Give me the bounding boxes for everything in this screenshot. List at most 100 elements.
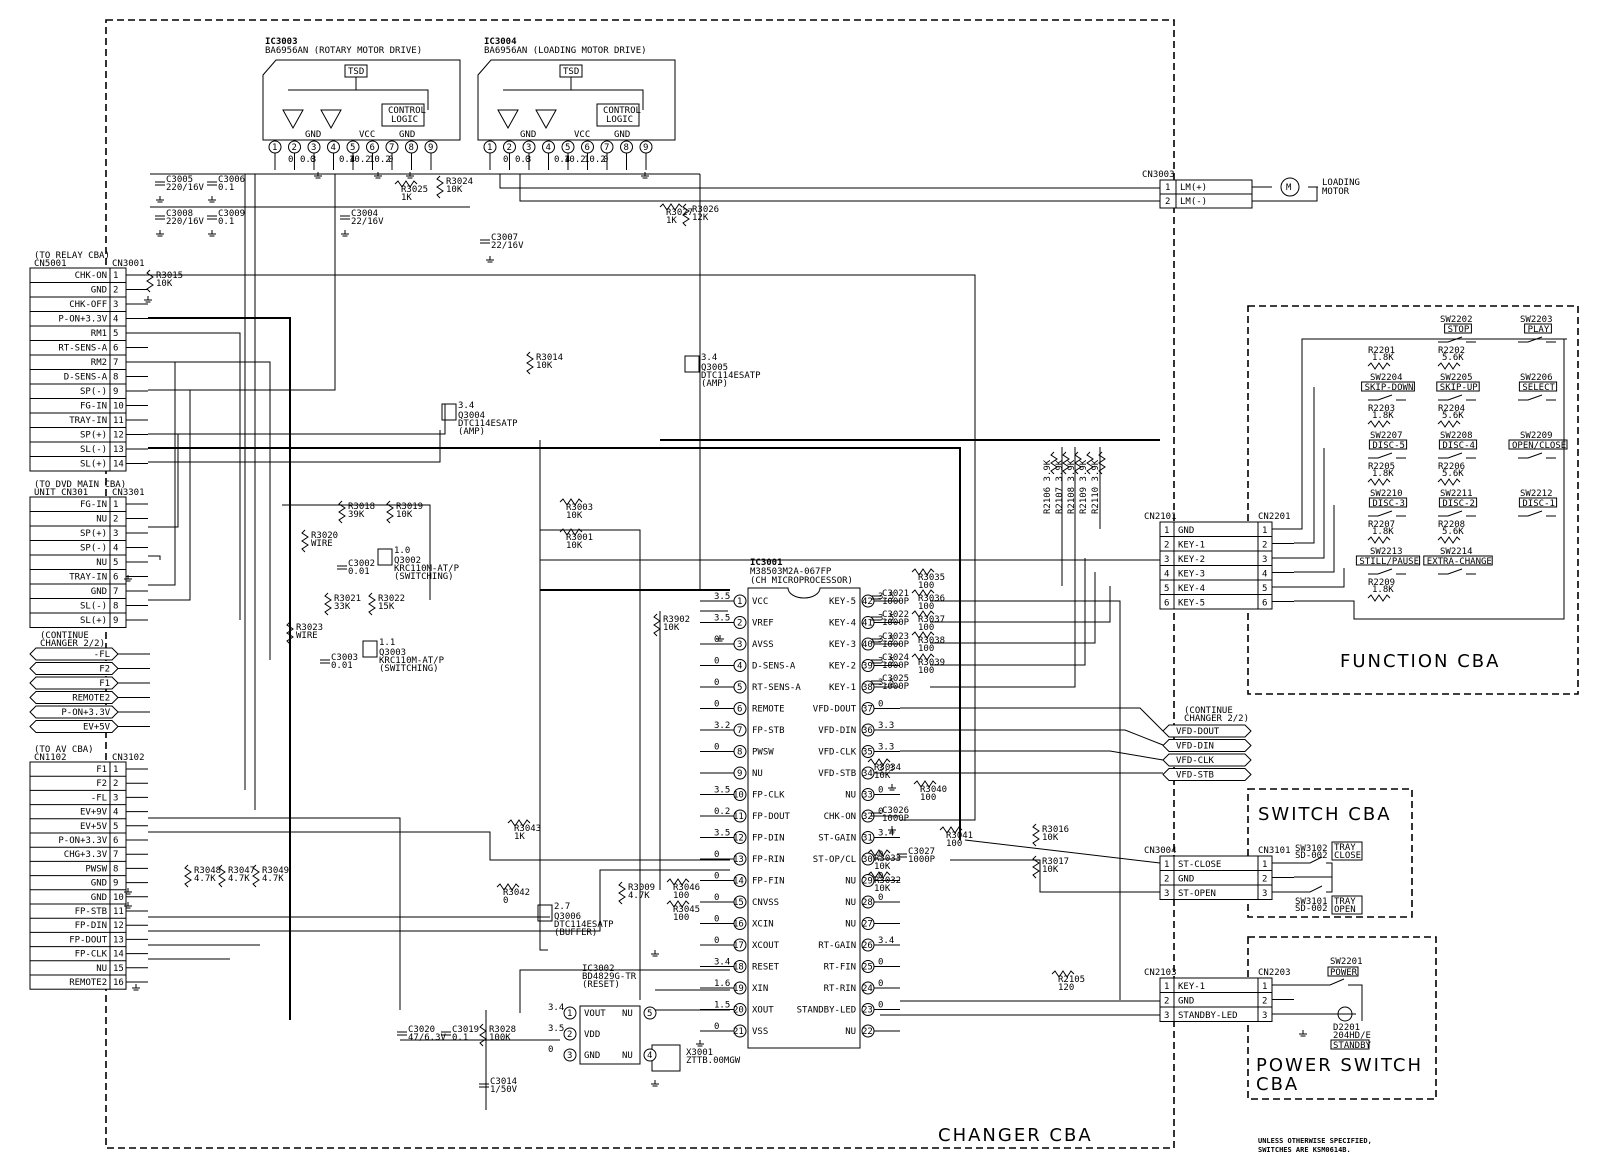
cn3001-pin-number: 11 <box>113 416 124 426</box>
switch-contact <box>1438 452 1476 459</box>
comp-ref-r3039: R3039 <box>918 658 945 668</box>
ic3001-part: M38503M2A-067FP <box>750 567 832 577</box>
fn-switch-ref: SW2207 <box>1370 431 1403 441</box>
cn2201-ref: CN2201 <box>1258 512 1291 522</box>
cn3001-pin-label: GND <box>91 286 107 296</box>
fn-switch-disc-1 <box>1518 497 1558 508</box>
ic3001-microprocessor: IC3001 M38503M2A-067FP (CH MICROPROCESSO… <box>747 558 861 1049</box>
cn3101-pin-number: 1 <box>1262 860 1267 870</box>
ic3004-amp-triangle-1 <box>497 109 519 130</box>
cn3003-pin-number: 2 <box>1165 197 1170 207</box>
ground-symbol <box>144 296 152 303</box>
wire <box>148 332 241 620</box>
comp-value-c3003: 0.01 <box>331 661 353 671</box>
ic3004-pin-num: 4 <box>546 143 551 153</box>
resistor-r3026 <box>682 203 690 227</box>
q3003-part: KRC110M-AT/P <box>379 656 445 666</box>
comp-ref-r3046: R3046 <box>673 883 700 893</box>
cn3102-pin-number: 15 <box>113 964 124 974</box>
cn2103-pin-label: GND <box>1178 997 1194 1007</box>
ic3004-gnd2-label: GND <box>614 130 630 140</box>
ic3003-pin-num: 7 <box>389 143 394 153</box>
fn-switch-label: STOP <box>1448 325 1470 335</box>
ic3002-pin-5 <box>643 1006 657 1020</box>
ic3003-body <box>262 59 461 141</box>
comp-ref-c3020: C3020 <box>408 1025 435 1035</box>
comp-ref-r3037: R3037 <box>918 615 945 625</box>
ic3004-pin-num: 8 <box>624 143 629 153</box>
ic3004-pin-num: 7 <box>604 143 609 153</box>
ic3001-pin-number: 34 <box>862 769 873 779</box>
comp-value-r3023: WIRE <box>296 631 318 641</box>
ic3003-logic-label: LOGIC <box>391 115 418 125</box>
cn3001-pin-label: RM1 <box>91 329 107 339</box>
ic3001-pin-number: 11 <box>733 812 744 822</box>
comp-value-r3019: 10K <box>396 510 413 520</box>
wire <box>148 434 179 528</box>
fn-switch-ref: SW2205 <box>1440 373 1473 383</box>
wire <box>900 729 1164 746</box>
cn3102-pin-label: GND <box>91 879 107 889</box>
ground-symbol <box>716 635 724 642</box>
comp-ref-r3032: R3032 <box>874 876 901 886</box>
cn2103-pin-number: 3 <box>1164 1011 1169 1021</box>
ic3001-pin-name: NU <box>845 791 856 801</box>
ic3001-pin-name: NU <box>752 769 763 779</box>
comp-ref-r3043: R3043 <box>514 824 541 834</box>
q3005-part: DTC114ESATP <box>701 371 761 381</box>
comp-value-r3048: 4.7K <box>194 874 216 884</box>
ic3003-tsd-label: TSD <box>348 67 364 77</box>
cn3301-pin-label: NU <box>96 515 107 525</box>
resistor-r3047 <box>218 864 226 888</box>
continue-right-tag <box>1162 739 1252 752</box>
cn3001-pin-number: 1 <box>113 271 118 281</box>
ic3001-pin-number: 35 <box>862 748 873 758</box>
resistor-r3035 <box>911 568 935 576</box>
ic3001-pin-number: 25 <box>862 963 873 973</box>
wire <box>148 430 441 463</box>
ic3001-pin-voltage: 3.5 <box>878 678 894 688</box>
resistor-r3003 <box>559 498 583 506</box>
fn-switch-ref: SW2213 <box>1370 547 1403 557</box>
ic3001-pin-voltage: 3.5 <box>714 829 730 839</box>
ic3001-pin-number: 31 <box>862 834 873 844</box>
ic3001-pin-number: 38 <box>862 683 873 693</box>
fn-switch-ref: SW2211 <box>1440 489 1473 499</box>
comp-ref-r3034: R3034 <box>874 763 901 773</box>
ic3001-pin-voltage: 3.4 <box>878 936 894 946</box>
fn-switch-skip-down <box>1361 381 1415 392</box>
switch-cba-label-text: SWITCH CBA <box>1258 804 1392 825</box>
comp-ref-c3004: C3004 <box>351 209 378 219</box>
comp-value-r3025: 1K <box>401 193 412 203</box>
cn2101-pin-label: GND <box>1178 526 1194 536</box>
ic3004-pin-voltage: 0 <box>503 155 508 165</box>
wire <box>930 543 1076 688</box>
cn3301-title-ref: UNIT CN301 <box>34 488 88 498</box>
cn3001-pin-number: 2 <box>113 286 118 296</box>
ic3002-pin-voltage: 3.5 <box>548 1024 564 1034</box>
cn2203-pin-number: 1 <box>1262 982 1267 992</box>
cn2201-pin-number: 5 <box>1262 584 1267 594</box>
ic3001-pin-voltage: 0 <box>878 786 883 796</box>
comp-ref-r3036: R3036 <box>918 594 945 604</box>
ic3001-pin-number: 10 <box>733 791 744 801</box>
ic3001-pin-number: 6 <box>737 705 742 715</box>
ic3004-pin-voltage: 0.4 <box>554 155 570 165</box>
switch-contact <box>1368 568 1406 575</box>
continue-right-title2: CHANGER 2/2) <box>1184 714 1249 724</box>
cn3301-pin-label: SP(-) <box>80 544 107 554</box>
comp-value-r3028: 100K <box>489 1033 511 1043</box>
ic3002-pin-2 <box>563 1027 577 1041</box>
resistor-r3015 <box>146 269 154 293</box>
comp-ref-r3020: R3020 <box>311 531 338 541</box>
resistor-r3027 <box>659 203 683 211</box>
fn-resistor-value: 5.6K <box>1442 411 1464 421</box>
comp-ref-r3023: R3023 <box>296 623 323 633</box>
ic3001-pin-voltage: 0 <box>878 700 883 710</box>
ic3001-pin-voltage: 3.3 <box>878 743 894 753</box>
ic3004-vcc-label: VCC <box>574 130 590 140</box>
ic3004-pin-num: 9 <box>643 143 648 153</box>
ic3001-pin-number: 26 <box>862 941 873 951</box>
ic3001-body <box>747 587 861 1049</box>
fn-resistor <box>1437 478 1461 486</box>
